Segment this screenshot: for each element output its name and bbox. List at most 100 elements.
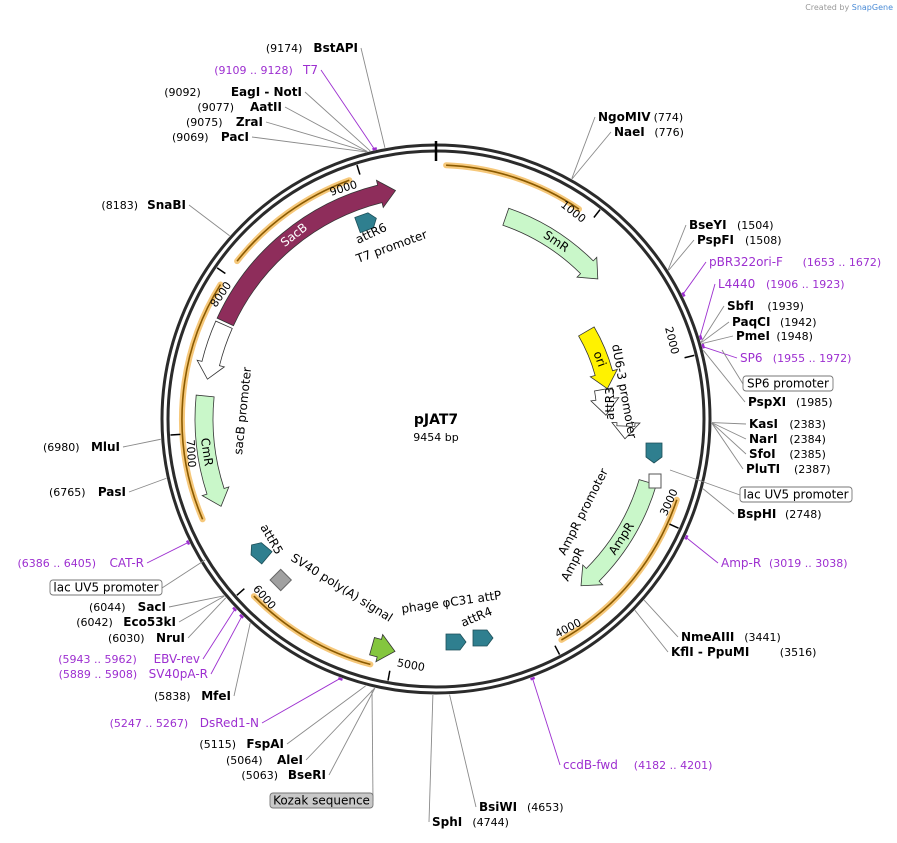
site-leader bbox=[531, 677, 561, 766]
tick-mark bbox=[593, 209, 601, 218]
site-name: MluI bbox=[91, 440, 120, 454]
site-coord: (9092) bbox=[164, 86, 201, 99]
site-pasi: PasI(6765) bbox=[49, 485, 126, 499]
primer-mark bbox=[185, 539, 191, 546]
site-naei: NaeI(776) bbox=[614, 125, 684, 139]
feature-arrow-ori bbox=[578, 326, 619, 390]
site-coord: (1504) bbox=[737, 219, 774, 232]
site-leader bbox=[700, 305, 725, 343]
tick-mark bbox=[236, 588, 245, 596]
tick-mark bbox=[554, 645, 561, 655]
att-site-arrow bbox=[445, 633, 467, 651]
site-mfei: MfeI(5838) bbox=[154, 689, 231, 703]
site-leader bbox=[122, 438, 161, 448]
feature-annotation: SV40 poly(A) signal bbox=[288, 551, 395, 625]
site-name: NmeAIII bbox=[681, 630, 734, 644]
plasmid-name: pJAT7 bbox=[414, 412, 458, 428]
site-name: DsRed1-N bbox=[200, 716, 259, 730]
credit-prefix: Created by bbox=[805, 3, 850, 12]
site-coord: (5943 .. 5962) bbox=[58, 653, 137, 666]
site-sp6: SP6 (1955 .. 1972) bbox=[740, 351, 851, 365]
tick-label: 2000 bbox=[662, 325, 681, 355]
site-leader bbox=[700, 321, 730, 344]
box-leader bbox=[161, 559, 206, 589]
orf-arc-line bbox=[236, 179, 350, 262]
site-coord: (6980) bbox=[43, 441, 80, 454]
site-coord: (5064) bbox=[226, 754, 263, 767]
site-name: SnaBI bbox=[147, 198, 186, 212]
orf-arc-line bbox=[446, 164, 580, 210]
site-sbfi: SbfI(1939) bbox=[727, 299, 804, 313]
site-coord: (9069) bbox=[172, 131, 209, 144]
label-box bbox=[269, 792, 374, 809]
site-coord: (1955 .. 1972) bbox=[773, 352, 852, 365]
site-leader bbox=[178, 595, 225, 623]
site-bseri: BseRI(5063) bbox=[241, 768, 326, 782]
label-box bbox=[742, 375, 834, 392]
site-name: PaqCI bbox=[732, 315, 770, 329]
site-coord: (1985) bbox=[796, 396, 833, 409]
feature-annotation: attR3 bbox=[603, 387, 617, 420]
site-leader bbox=[328, 687, 376, 776]
plasmid-size: 9454 bp bbox=[413, 431, 458, 444]
att-site-arrow bbox=[354, 212, 377, 234]
feature-arrow-sacb-promoter bbox=[196, 320, 233, 380]
site-pspfi: PspFI(1508) bbox=[697, 233, 782, 247]
site-name: NaeI bbox=[614, 125, 645, 139]
site-mlui: MluI (6980) bbox=[43, 440, 120, 454]
boxed-label-text: SP6 promoter bbox=[747, 377, 829, 391]
site-name: Eco53kI bbox=[123, 615, 176, 629]
site-leader bbox=[360, 47, 386, 148]
site-name: pBR322ori-F bbox=[709, 255, 783, 269]
site-coord: (2748) bbox=[785, 508, 822, 521]
site-leader bbox=[261, 677, 342, 724]
site-coord: (6386 .. 6405) bbox=[17, 557, 96, 570]
site-coord: (9075) bbox=[186, 116, 223, 129]
site-name: PluTI bbox=[746, 462, 780, 476]
tick-mark bbox=[356, 164, 361, 175]
feature-annotation: AmpR promoter bbox=[555, 466, 611, 557]
site-ccdb-fwd: ccdB-fwd(4182 .. 4201) bbox=[563, 758, 712, 772]
site-leader bbox=[702, 488, 735, 515]
site-name: KflI - PpuMI bbox=[671, 645, 749, 659]
site-name: AatII bbox=[250, 100, 282, 114]
site-t7: T7(9109 .. 9128) bbox=[214, 63, 318, 77]
site-dsred1-n: DsRed1-N (5247 .. 5267) bbox=[110, 716, 259, 730]
feature-arrow-smr bbox=[502, 207, 599, 280]
site-coord: (2385) bbox=[789, 448, 826, 461]
site-bseyi: BseYI(1504) bbox=[689, 218, 774, 232]
site-cat-r: CAT-R(6386 .. 6405) bbox=[17, 556, 144, 570]
primer-mark bbox=[372, 147, 378, 151]
site-coord: (4182 .. 4201) bbox=[634, 759, 713, 772]
site-name: PmeI bbox=[736, 329, 770, 343]
site-paqci: PaqCI(1942) bbox=[732, 315, 817, 329]
site-coord: (3019 .. 3038) bbox=[769, 557, 848, 570]
feature-arrow-sacb bbox=[216, 179, 397, 327]
site-name: BstAPI bbox=[313, 41, 358, 55]
credit-brand: SnapGene bbox=[851, 3, 893, 12]
site-coord: (1906 .. 1923) bbox=[766, 278, 845, 291]
site-coord: (5247 .. 5267) bbox=[110, 717, 189, 730]
site-amp-r: Amp-R(3019 .. 3038) bbox=[721, 556, 848, 570]
primer-mark bbox=[530, 676, 536, 681]
site-sv40pa-r: SV40pA-R(5889 .. 5908) bbox=[59, 667, 208, 681]
site-paci: PacI(9069) bbox=[172, 130, 249, 144]
site-fspai: FspAI(5115) bbox=[199, 737, 284, 751]
site-name: T7 bbox=[302, 63, 318, 77]
site-leader bbox=[711, 423, 744, 470]
site-leader bbox=[702, 345, 738, 359]
boxed-label-text: Kozak sequence bbox=[273, 794, 370, 808]
site-name: SP6 bbox=[740, 351, 763, 365]
site-coord: (4653) bbox=[527, 801, 564, 814]
site-name: BspHI bbox=[737, 507, 776, 521]
site-leader bbox=[643, 599, 679, 638]
primer-mark bbox=[701, 343, 706, 349]
site-name: PasI bbox=[98, 485, 126, 499]
site-kfli-ppumi: KflI - PpuMI(3516) bbox=[671, 645, 816, 659]
site-name: SV40pA-R bbox=[149, 667, 208, 681]
tick-label: 5000 bbox=[396, 656, 426, 674]
site-leader bbox=[702, 350, 746, 403]
att-site-arrow bbox=[250, 542, 273, 565]
primer-mark bbox=[684, 534, 689, 540]
